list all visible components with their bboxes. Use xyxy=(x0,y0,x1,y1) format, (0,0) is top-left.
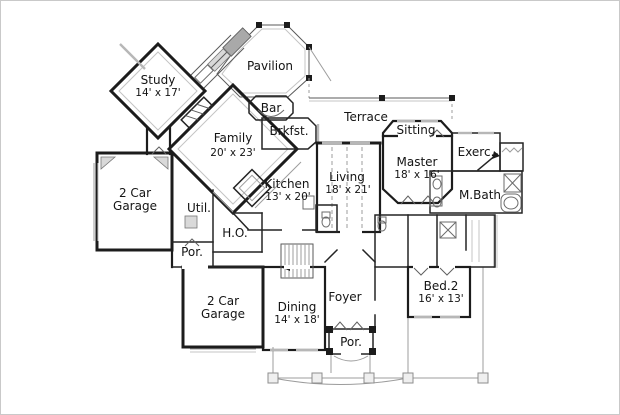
label-terrace: Terrace xyxy=(343,110,388,124)
closet-bath-zone-walls xyxy=(315,204,496,268)
label-bed2: Bed.2 xyxy=(424,279,459,293)
label-sitting: Sitting xyxy=(397,123,436,137)
label-porch-front: Por. xyxy=(340,335,362,349)
label-family: Family xyxy=(214,131,253,145)
pavilion-structure xyxy=(194,22,312,98)
stairs xyxy=(280,243,314,279)
label-garage-rear-1: 2 Car xyxy=(207,294,239,308)
study-walls xyxy=(108,41,208,156)
label-util: Util. xyxy=(187,201,211,215)
terrace-structure xyxy=(308,46,455,121)
label-foyer: Foyer xyxy=(328,290,361,304)
label-pavilion: Pavilion xyxy=(247,59,293,73)
label-garage-left-1: 2 Car xyxy=(119,186,151,200)
bar-walls xyxy=(248,95,294,121)
label-ho: H.O. xyxy=(222,226,247,240)
label-dining: Dining xyxy=(278,300,317,314)
label-bar: Bar xyxy=(261,101,282,115)
util-ho-porch-walls xyxy=(170,151,264,269)
label-mbath: M.Bath xyxy=(459,188,501,202)
label-kitchen-dims: 13' x 20' xyxy=(265,191,310,203)
label-master: Master xyxy=(397,155,438,169)
label-dining-dims: 14' x 18' xyxy=(274,314,319,326)
kitchen-island xyxy=(232,168,272,208)
label-study: Study xyxy=(141,73,176,87)
bath2-fixtures xyxy=(321,211,457,239)
label-family-dims: 20' x 23' xyxy=(210,147,255,159)
mbath-fixtures xyxy=(429,173,522,213)
label-garage-left-2: Garage xyxy=(113,199,157,213)
label-kitchen: Kitchen xyxy=(264,177,309,191)
kitchen-walls xyxy=(231,161,318,231)
label-garage-rear-2: Garage xyxy=(201,307,245,321)
label-exerc: Exerc. xyxy=(458,145,495,159)
wall-openings xyxy=(182,134,455,356)
label-study-dims: 14' x 17' xyxy=(135,87,180,99)
label-living-dims: 18' x 21' xyxy=(325,184,370,196)
label-bed2-dims: 16' x 13' xyxy=(418,293,463,305)
label-brkfst: Brkfst. xyxy=(269,124,308,138)
door-marks xyxy=(151,129,455,331)
window-marks xyxy=(119,43,494,352)
label-living: Living xyxy=(329,170,365,184)
rear-colonnade xyxy=(267,215,498,385)
room-labels: Study 14' x 17' Pavilion Bar Brkfst. Fam… xyxy=(113,59,501,349)
family-fireplace xyxy=(180,96,214,130)
label-master-dims: 18' x 16' xyxy=(394,169,439,181)
label-porch-left: Por. xyxy=(181,245,203,259)
